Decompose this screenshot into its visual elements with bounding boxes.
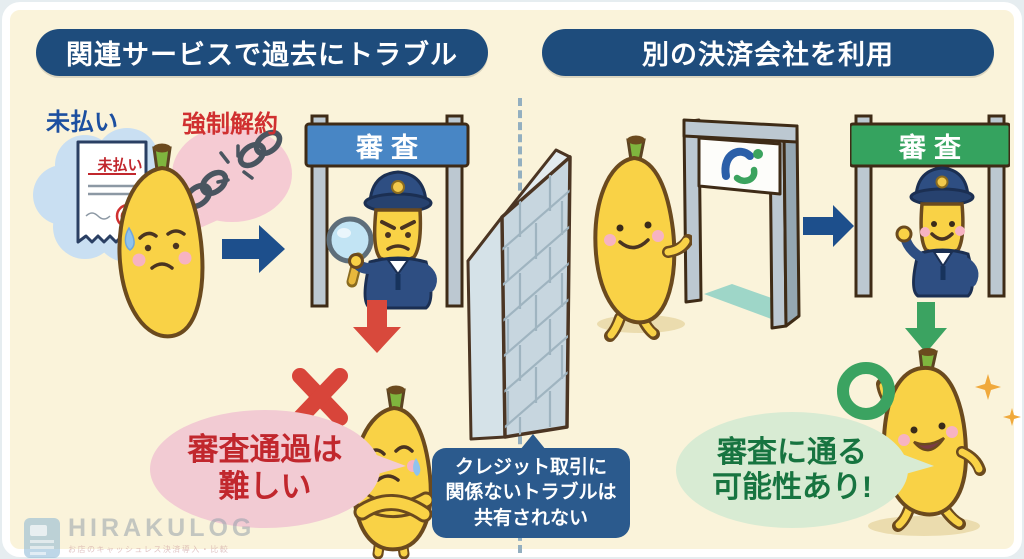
verdict-left-line2: 難しい	[218, 469, 312, 504]
note-line2: 関係ないトラブルは	[445, 482, 617, 504]
note-line1: クレジット取引に	[454, 456, 607, 478]
note-box-pointer	[520, 434, 546, 450]
bubble-tail	[902, 454, 934, 475]
header-right: 別の決済会社を利用	[542, 29, 994, 76]
hirakulog-logo-icon	[24, 518, 60, 558]
watermark-brand: HIRAKULOG	[68, 514, 256, 542]
x-mark-icon	[292, 368, 348, 426]
gate-sign-left: 審査	[356, 132, 426, 163]
note-box-center: クレジット取引に 関係ないトラブルは 共有されない	[432, 434, 630, 538]
arrow-right-icon	[803, 205, 854, 247]
watermark-tagline: お店のキャッシュレス決済導入・比較	[68, 545, 230, 554]
screening-gate-right	[850, 114, 1010, 298]
brick-wall	[466, 148, 572, 441]
header-right-label: 別の決済会社を利用	[642, 40, 894, 70]
circle-mark-icon	[837, 362, 895, 420]
worried-banana-character	[117, 143, 205, 339]
arrow-down-green-icon	[905, 302, 947, 353]
screening-gate-left	[304, 114, 470, 308]
payment-logo-icon	[721, 147, 763, 184]
gate-sign-right: 審査	[899, 132, 969, 163]
verdict-left-line1: 審査通過は	[187, 432, 343, 468]
note-line3: 共有されない	[473, 507, 588, 529]
sparkle-icon	[975, 374, 1021, 426]
sad-banana-character	[351, 385, 435, 559]
header-left: 関連サービスで過去にトラブル	[36, 29, 488, 76]
header-left-label: 関連サービスで過去にトラブル	[66, 40, 458, 70]
arrow-down-red-icon	[353, 300, 401, 353]
verdict-right-line1: 審査に通る	[717, 435, 867, 469]
bubble-tail	[374, 454, 406, 475]
happy-banana-walking-character	[593, 135, 692, 342]
verdict-bubble-left: 審査通過は 難しい	[150, 410, 406, 528]
guard-banana-stern-character	[326, 170, 437, 310]
unpaid-label: 未払い	[46, 109, 118, 136]
forced-cancellation-label: 強制解約	[182, 111, 278, 138]
receipt-unpaid-text: 未払い	[97, 157, 143, 174]
verdict-right-line2: 可能性あり!	[712, 471, 872, 504]
watermark: HIRAKULOG お店のキャッシュレス決済導入・比較	[22, 516, 255, 559]
arrow-right-icon	[222, 225, 285, 273]
guard-banana-friendly-character	[895, 166, 979, 298]
payment-company-gate	[682, 118, 801, 330]
verdict-bubble-right: 審査に通る 可能性あり!	[676, 412, 934, 528]
